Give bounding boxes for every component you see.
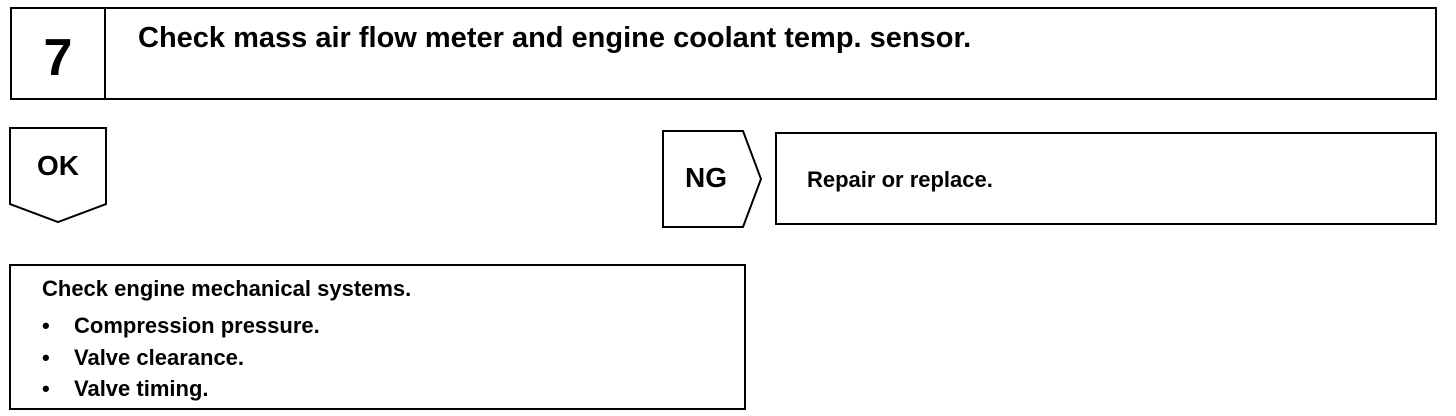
step-number: 7 bbox=[43, 28, 73, 87]
list-item-text: Compression pressure. bbox=[74, 313, 320, 338]
ng-action-text: Repair or replace. bbox=[807, 167, 993, 192]
ok-result-box: Check engine mechanical systems. • Compre… bbox=[9, 264, 746, 410]
list-item: • Valve clearance. bbox=[42, 342, 320, 374]
ng-label: NG bbox=[685, 162, 727, 193]
ok-result-heading: Check engine mechanical systems. bbox=[42, 276, 412, 301]
step-number-cell: 7 bbox=[12, 9, 106, 98]
step-header-box: 7 Check mass air flow meter and engine c… bbox=[10, 7, 1437, 100]
list-item: • Valve timing. bbox=[42, 373, 320, 405]
ok-label: OK bbox=[37, 150, 79, 181]
step-title: Check mass air flow meter and engine coo… bbox=[138, 22, 972, 54]
bullet-icon: • bbox=[42, 313, 50, 338]
ng-arrow-shape bbox=[662, 130, 762, 228]
ng-result-box: Repair or replace. bbox=[775, 132, 1437, 225]
ok-check-list: • Compression pressure. • Valve clearance.… bbox=[42, 310, 320, 405]
list-item: • Compression pressure. bbox=[42, 310, 320, 342]
list-item-text: Valve clearance. bbox=[74, 344, 245, 370]
bullet-icon: • bbox=[42, 376, 50, 401]
bullet-icon: • bbox=[42, 344, 50, 370]
list-item-text: Valve timing. bbox=[74, 376, 209, 401]
ok-pentagon-shape bbox=[9, 127, 107, 224]
